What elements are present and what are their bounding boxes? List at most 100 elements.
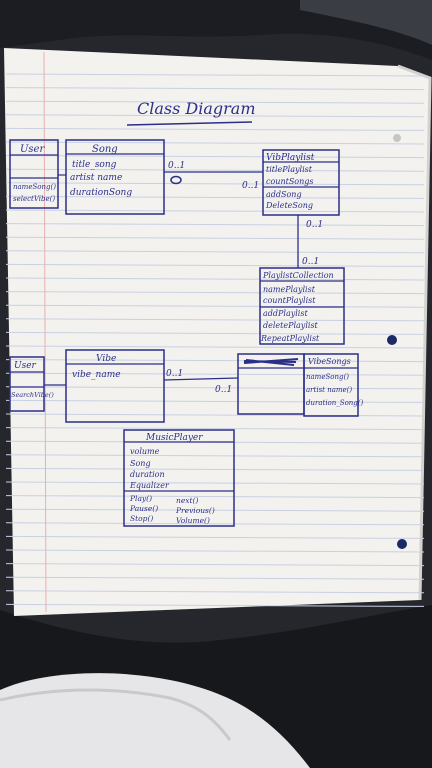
class-method: addSong [266, 190, 302, 199]
class-vibesongs: VibeSongs nameSong() artist name() durat… [303, 353, 364, 417]
class-attribute: artist name [70, 173, 122, 183]
multiplicity: 0..1 [215, 385, 232, 395]
class-attribute: volume [130, 447, 160, 456]
class-user-bottom: User SearchVibe() [9, 356, 54, 412]
multiplicity: 0..1 [166, 369, 183, 379]
class-attribute: title_song [72, 160, 117, 170]
ruled-line [5, 291, 425, 295]
ruled-line [5, 223, 425, 227]
ruled-line [5, 549, 425, 553]
ruled-line [5, 535, 425, 539]
class-method: artist name() [306, 386, 352, 394]
class-attribute: countPlaylist [263, 296, 316, 305]
class-attribute: Song [130, 459, 151, 468]
ruled-line [5, 399, 425, 403]
ruled-line [5, 250, 425, 254]
multiplicity: 0..1 [168, 161, 185, 171]
class-attribute: duration [130, 470, 165, 479]
class-vibe: Vibe vibe_name [65, 349, 165, 423]
paper-shadow-edge [397, 64, 432, 601]
class-attribute: durationSong [70, 188, 132, 198]
ruled-line [5, 304, 425, 308]
class-playlist-collection: PlaylistCollection namePlaylist countPla… [259, 267, 345, 345]
ruled-line [5, 114, 425, 118]
ruled-line [5, 372, 425, 376]
ruled-line [5, 182, 425, 186]
class-method: Stop() [130, 514, 153, 523]
class-method: Previous() [175, 506, 215, 515]
class-method: Volume() [176, 516, 210, 525]
white-blanket [0, 673, 310, 768]
binder-hole [397, 539, 407, 549]
ruled-line [5, 386, 425, 390]
class-method: DeleteSong [265, 201, 313, 210]
class-method: SearchVibe() [11, 391, 54, 399]
class-method: RepeatPlaylist [260, 334, 320, 343]
ruled-line [5, 508, 425, 512]
ruled-line [5, 263, 425, 267]
ruled-line [5, 155, 425, 159]
ruled-line [5, 100, 425, 104]
class-name: Song [92, 144, 118, 155]
class-song: Song title_song artist name durationSong [65, 139, 165, 215]
class-attribute: namePlaylist [263, 285, 316, 294]
class-attribute: vibe_name [72, 370, 121, 380]
ruled-line [5, 331, 425, 335]
ruled-line [5, 576, 425, 580]
ruled-line [5, 345, 425, 349]
ruled-line [5, 168, 425, 172]
class-method: next() [176, 496, 198, 505]
class-playlist: VibPlaylist titlePlaylist countSongs add… [262, 149, 340, 216]
class-music-player: MusicPlayer volume Song duration Equaliz… [123, 429, 235, 527]
title-underline [126, 121, 253, 126]
class-method: addPlaylist [263, 309, 308, 318]
class-name: MusicPlayer [145, 433, 203, 443]
ruled-line [5, 318, 425, 322]
class-name: VibPlaylist [266, 153, 315, 163]
association-playlist-collection: 0..1 0..1 [297, 215, 323, 268]
class-name: PlaylistCollection [262, 271, 334, 280]
association-vibe-vibesongs: 0..1 0..1 [163, 369, 239, 395]
class-user-top: User nameSong() selectVibe() [9, 139, 59, 209]
multiplicity: 0..1 [306, 220, 323, 230]
margin-line [43, 51, 47, 613]
ruled-line [5, 236, 425, 240]
ruled-line [5, 87, 425, 91]
paper-sheet [4, 48, 430, 616]
class-attribute: Equalizer [129, 481, 170, 490]
class-attribute: countSongs [266, 177, 314, 186]
class-name: User [14, 361, 37, 371]
binder-hole [387, 335, 397, 345]
class-method: selectVibe() [13, 195, 55, 203]
class-method: Pause() [129, 504, 158, 513]
ruled-line [5, 563, 425, 567]
class-method: deletePlaylist [263, 321, 319, 330]
ruled-line [5, 590, 425, 594]
top-right-object [300, 0, 432, 45]
class-name: Vibe [96, 354, 116, 364]
class-method: nameSong() [306, 373, 349, 381]
multiplicity: 0..1 [242, 181, 259, 191]
class-method: Play() [129, 494, 152, 503]
blanket-shadow [0, 688, 232, 741]
class-name: User [20, 144, 45, 155]
diagram-title: Class Diagram [137, 99, 256, 118]
multiplicity: 0..1 [302, 257, 319, 267]
ruled-line [5, 495, 425, 499]
ruled-line [5, 454, 425, 458]
ruled-line [5, 481, 425, 485]
ruled-line [5, 195, 425, 199]
class-attribute: titlePlaylist [266, 165, 313, 174]
ruled-line [5, 359, 425, 363]
ruled-line [5, 209, 425, 213]
dark-cloth-top [0, 0, 432, 60]
class-method: nameSong() [13, 183, 56, 191]
ruled-lines [5, 73, 425, 607]
ruled-line [5, 427, 425, 431]
ruled-line [5, 603, 425, 607]
association-song-playlist: 0..1 0..1 [164, 161, 263, 191]
class-name: VibeSongs [308, 357, 351, 366]
ruled-line [5, 522, 425, 526]
ruled-line [5, 277, 425, 281]
